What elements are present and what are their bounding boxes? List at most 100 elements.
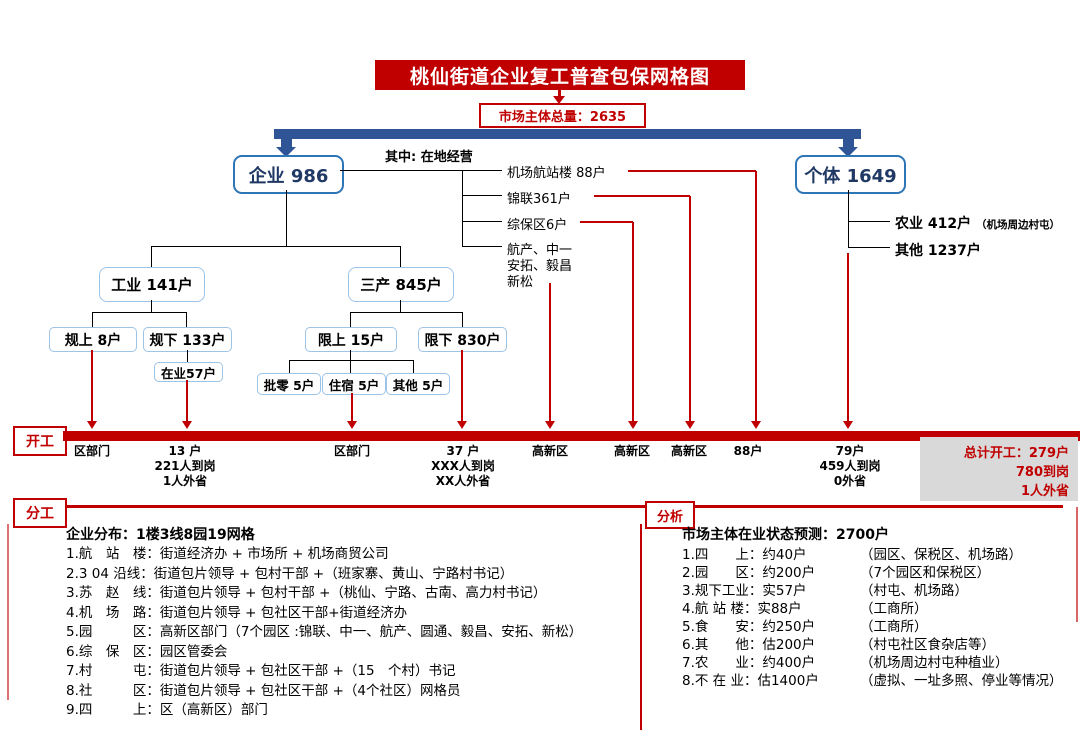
down-arrow-icon <box>628 421 638 429</box>
leaf-other: 其他 1237户 <box>895 243 981 259</box>
down-arrow-icon <box>545 421 555 429</box>
kaigong-cell: 高新区 <box>582 444 682 459</box>
list-item: 2.3 04 沿线：街道包片领导 + 包村干部 +（班家寨、黄山、宁路村书记） <box>66 565 514 582</box>
list-item: 4.航 站 楼：实88户 （工商所） <box>682 600 1063 618</box>
leaf-zongbao: 综保区6户 <box>507 218 568 233</box>
down-arrow-icon <box>685 421 695 429</box>
node-guixia: 规下 133户 <box>143 327 232 352</box>
bracket-left-stem <box>281 139 292 147</box>
item-main: 5.食 安：约250户 <box>682 619 816 635</box>
cell-line: 37 户 <box>446 444 480 458</box>
list-item: 2.园 区：约200户 （7个园区和保税区） <box>682 564 1063 582</box>
inplace-header: 其中: 在地经营 <box>385 150 473 165</box>
drop-line <box>186 380 188 422</box>
kaigong-cell: 79户 459人到岗 0外省 <box>800 444 900 489</box>
node-guishang: 规上 8户 <box>49 327 137 352</box>
connector-line <box>462 246 502 248</box>
leaf-airport-terminal: 机场航站楼 88户 <box>507 166 606 181</box>
cell-line: 0外省 <box>833 474 867 488</box>
total-line: 1人外省 <box>1020 484 1069 499</box>
list-item: 5.园 区：高新区部门（7个园区 :锦联、中一、航产、圆通、毅昌、安拓、新松） <box>66 624 583 640</box>
node-enterprise: 企业 986 <box>233 155 344 194</box>
kaigong-cell: 37 户 XXX人到岗 XX人外省 <box>413 444 513 489</box>
section-divider-line <box>63 505 1063 508</box>
drop-line <box>461 350 463 422</box>
cell-line: 13 户 <box>168 444 202 458</box>
list-item: 9.四 上：区（高新区）部门 <box>66 702 268 718</box>
cell-line: 79户 <box>835 444 865 458</box>
item-main: 7.农 业：约400户 <box>682 655 816 671</box>
node-xianxia: 限下 830户 <box>418 327 507 352</box>
connector-line <box>462 170 464 247</box>
fengong-label: 分工 <box>13 498 67 528</box>
leaf-agriculture-label: 农业 412户 <box>895 216 972 232</box>
leaf-agriculture-note: （机场周边村屯） <box>975 219 1060 231</box>
fenxi-list: 1.四 上：约40户 （园区、保税区、机场路） 2.园 区：约200户 （7个园… <box>682 546 1063 690</box>
connector-line <box>289 360 413 362</box>
list-item: 8.社 区：街道包片领导 + 包社区干部 +（4个社区）网格员 <box>66 682 461 699</box>
down-arrow-icon <box>843 421 853 429</box>
list-item: 1.航 站 楼：街道经济办 + 市场所 + 机场商贸公司 <box>66 546 389 562</box>
fenxi-header: 市场主体在业状态预测：2700户 <box>682 527 889 543</box>
leaf-parks-line2: 安拓、毅昌 <box>507 259 573 274</box>
fenxi-label: 分析 <box>645 501 695 529</box>
drop-line <box>689 196 691 422</box>
connector-line <box>350 350 352 374</box>
down-arrow-icon <box>751 421 761 429</box>
connector-line <box>413 360 415 373</box>
cell-line: 459人到岗 <box>819 459 881 473</box>
bracket-right-arrow-icon <box>838 147 858 157</box>
drop-line <box>755 171 757 422</box>
drop-line <box>351 393 353 422</box>
node-xianshang: 限上 15户 <box>305 327 397 352</box>
drop-line <box>632 222 634 422</box>
list-item: 3.苏 赵 线：街道包片领导 + 包村干部 +（桃仙、宁路、古南、高力村书记） <box>66 585 547 601</box>
item-note: （工商所） <box>860 601 928 617</box>
item-main: 6.其 他：估200户 <box>682 637 816 653</box>
drop-line <box>91 350 93 422</box>
item-note: （7个园区和保税区） <box>860 565 991 581</box>
list-item: 8.不 在 业：估1400户 （虚拟、一址多照、停业等情况） <box>682 672 1063 690</box>
list-item: 5.食 安：约250户 （工商所） <box>682 618 1063 636</box>
list-item: 7.农 业：约400户 （机场周边村屯种植业） <box>682 654 1063 672</box>
node-individual: 个体 1649 <box>795 155 906 194</box>
total-count-box: 市场主体总量：2635 <box>479 103 646 128</box>
kaigong-bar <box>63 431 1080 441</box>
item-note: （园区、保税区、机场路） <box>860 547 1022 563</box>
bracket-bar <box>274 129 861 139</box>
connector-line <box>286 190 288 247</box>
connector-line <box>400 246 402 267</box>
cell-line: XX人外省 <box>435 474 491 488</box>
connector-line <box>350 312 462 314</box>
cell-line: 高新区 <box>670 444 707 458</box>
down-arrow-icon <box>87 421 97 429</box>
item-main: 2.园 区：约200户 <box>682 565 816 581</box>
kaigong-cell: 88户 <box>698 444 798 459</box>
item-note: （村屯社区食杂店等） <box>860 637 995 653</box>
connector-line <box>848 221 890 223</box>
node-tertiary: 三产 845户 <box>348 267 454 302</box>
page-title: 桃仙街道企业复工普查包保网格图 <box>375 60 745 90</box>
bracket-left-arrow-icon <box>276 147 296 157</box>
cell-line: 区部门 <box>333 444 370 458</box>
red-connector-line <box>628 170 756 172</box>
section-border-line <box>1076 507 1078 622</box>
down-arrow-icon <box>347 421 357 429</box>
node-zhusu: 住宿 5户 <box>322 373 386 395</box>
total-line: 780到岗 <box>1015 465 1069 480</box>
item-main: 1.四 上：约40户 <box>682 547 807 563</box>
section-border-line <box>7 524 9 700</box>
fengong-header: 企业分布：1楼3线8园19网格 <box>66 527 255 543</box>
down-arrow-icon <box>553 96 565 104</box>
kaigong-cell: 高新区 <box>500 444 600 459</box>
connector-line <box>92 312 187 314</box>
drop-line <box>549 283 551 422</box>
kaigong-total-box: 总计开工：279户 780到岗 1人外省 <box>920 437 1078 501</box>
connector-line <box>151 246 153 267</box>
connector-line <box>186 312 188 327</box>
down-arrow-icon <box>457 421 467 429</box>
list-item: 3.规下工业：实57户 （村屯、机场路） <box>682 582 1063 600</box>
node-qita5: 其他 5户 <box>386 373 450 395</box>
cell-line: 高新区 <box>531 444 568 458</box>
